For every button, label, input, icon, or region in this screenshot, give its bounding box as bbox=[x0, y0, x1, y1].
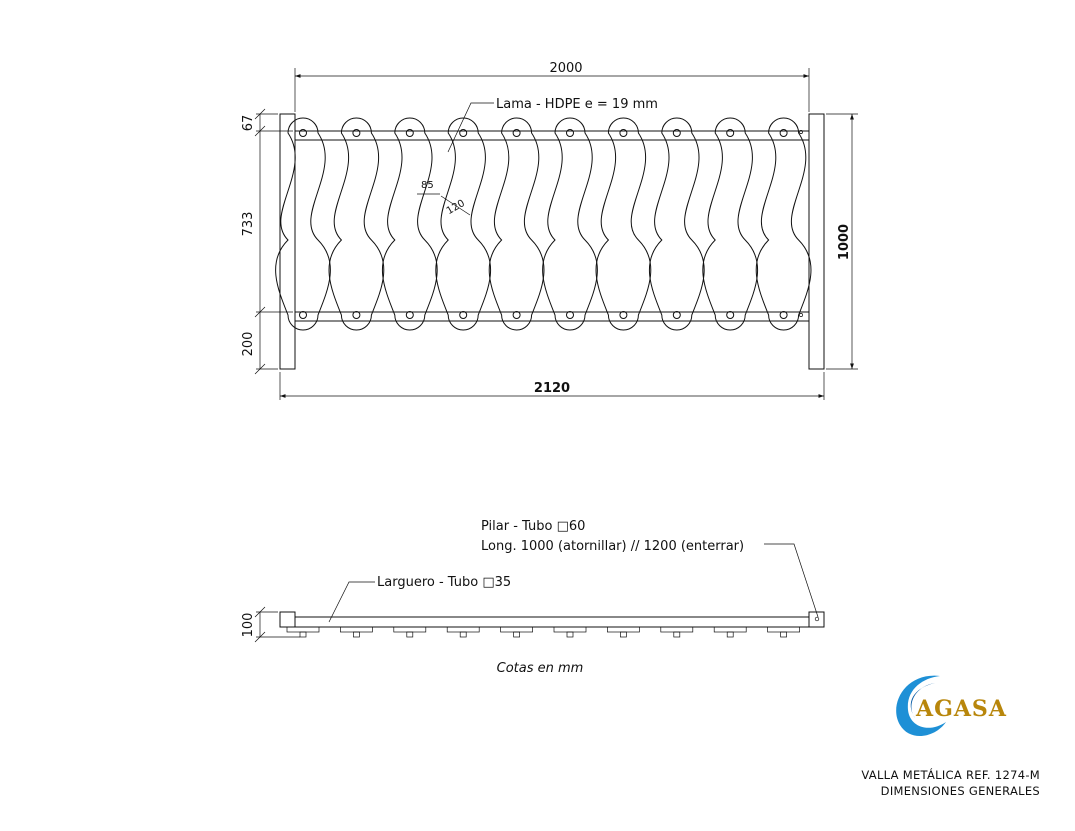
slat bbox=[381, 117, 438, 331]
top-view-bolt bbox=[566, 631, 574, 638]
left-post bbox=[279, 113, 296, 370]
dim-2000-text: 2000 bbox=[549, 61, 582, 76]
slat-bolt bbox=[619, 129, 628, 137]
dim-2120: 2120 bbox=[279, 372, 825, 400]
top-view-bolt bbox=[780, 631, 787, 638]
slat bbox=[755, 117, 812, 331]
title-line2: DIMENSIONES GENERALES bbox=[881, 784, 1040, 798]
top-view-left-post bbox=[279, 611, 296, 628]
slat-bolt bbox=[779, 311, 788, 319]
dim-1000-text: 1000 bbox=[837, 224, 852, 260]
dim-100: 100 bbox=[241, 606, 300, 643]
slat bbox=[542, 117, 598, 331]
slat-label: Lama - HDPE e = 19 mm bbox=[447, 97, 658, 153]
slat-bolt bbox=[566, 129, 574, 137]
dim-1000: 1000 bbox=[826, 113, 858, 370]
agasa-logo: AGASA bbox=[896, 675, 1007, 737]
slat-label-text: Lama - HDPE e = 19 mm bbox=[496, 97, 658, 112]
right-post bbox=[808, 113, 825, 370]
top-view-slat bbox=[660, 626, 694, 633]
top-view-slat bbox=[393, 626, 427, 633]
top-view-slat bbox=[713, 626, 747, 633]
slat bbox=[435, 117, 492, 331]
top-view: 100 Pilar - Tubo □60 Long. 1000 (atornil… bbox=[241, 519, 825, 676]
slat-bolt bbox=[405, 129, 414, 137]
top-view-bolt bbox=[620, 631, 627, 638]
dim-2000: 2000 bbox=[294, 61, 810, 112]
slat-bolt bbox=[459, 311, 468, 319]
slat-bolt bbox=[512, 311, 521, 319]
slat-bolt bbox=[566, 311, 574, 319]
top-view-slat bbox=[340, 626, 373, 633]
slat bbox=[702, 117, 759, 331]
top-view-bolt bbox=[673, 631, 681, 638]
top-view-slat bbox=[500, 626, 533, 633]
slats bbox=[275, 117, 812, 331]
dim-200-text: 200 bbox=[241, 332, 256, 357]
slat-bolt bbox=[512, 129, 521, 137]
dim-left-chain: 67 733 200 bbox=[241, 108, 293, 375]
top-view-bolt bbox=[406, 631, 414, 638]
slat-width-85: 85 bbox=[421, 180, 434, 191]
dim-733-text: 733 bbox=[241, 212, 256, 237]
slat-bolt bbox=[726, 129, 735, 137]
slat-bolt bbox=[299, 311, 307, 319]
slat-bolt bbox=[779, 129, 788, 137]
top-view-bolt bbox=[299, 631, 307, 638]
top-view-slat bbox=[553, 626, 587, 633]
slat bbox=[648, 117, 705, 331]
dim-67-text: 67 bbox=[241, 115, 256, 132]
slat-bolt bbox=[672, 129, 681, 137]
slat-bolt bbox=[352, 311, 361, 319]
top-view-bolt bbox=[353, 631, 360, 638]
title-block: VALLA METÁLICA REF. 1274-M DIMENSIONES G… bbox=[861, 767, 1040, 798]
pilar-callout: Pilar - Tubo □60 Long. 1000 (atornillar)… bbox=[481, 519, 819, 618]
top-view-slats bbox=[286, 626, 800, 638]
top-rail bbox=[295, 130, 809, 141]
units-note: Cotas en mm bbox=[497, 661, 584, 676]
slat bbox=[275, 117, 331, 331]
slat-bolt bbox=[726, 311, 735, 319]
slat bbox=[595, 117, 652, 331]
title-line1: VALLA METÁLICA REF. 1274-M bbox=[861, 767, 1040, 782]
slat bbox=[328, 117, 385, 331]
slat-bolt bbox=[352, 129, 361, 137]
top-view-slat bbox=[446, 626, 480, 633]
slat-bolt bbox=[672, 311, 681, 319]
pilar-line1: Pilar - Tubo □60 bbox=[481, 519, 585, 534]
top-view-right-post bbox=[808, 611, 825, 628]
slat-bolt bbox=[459, 129, 468, 137]
slat-width-dims: 85 120 bbox=[417, 180, 471, 217]
dim-100-text: 100 bbox=[241, 613, 256, 638]
logo-swirl bbox=[896, 675, 946, 737]
front-view: Lama - HDPE e = 19 mm 85 120 2000 2120 bbox=[241, 61, 858, 400]
larguero-callout: Larguero - Tubo □35 bbox=[328, 575, 511, 623]
top-view-rail bbox=[294, 616, 810, 628]
logo-text: AGASA bbox=[915, 696, 1007, 722]
top-view-bolt bbox=[459, 631, 467, 638]
slat bbox=[488, 117, 545, 331]
top-view-slat bbox=[767, 626, 800, 633]
dim-2120-text: 2120 bbox=[534, 381, 570, 396]
pilar-line2: Long. 1000 (atornillar) // 1200 (enterra… bbox=[481, 539, 744, 554]
top-view-slat bbox=[286, 626, 320, 633]
bottom-rail bbox=[295, 311, 809, 322]
slat-bolt bbox=[619, 311, 628, 319]
top-view-slat bbox=[607, 626, 640, 633]
top-view-bolt bbox=[726, 631, 734, 638]
larguero-label: Larguero - Tubo □35 bbox=[377, 575, 511, 590]
slat-bolt bbox=[299, 129, 307, 137]
slat-bolt bbox=[405, 311, 414, 319]
top-view-bolt bbox=[513, 631, 520, 638]
